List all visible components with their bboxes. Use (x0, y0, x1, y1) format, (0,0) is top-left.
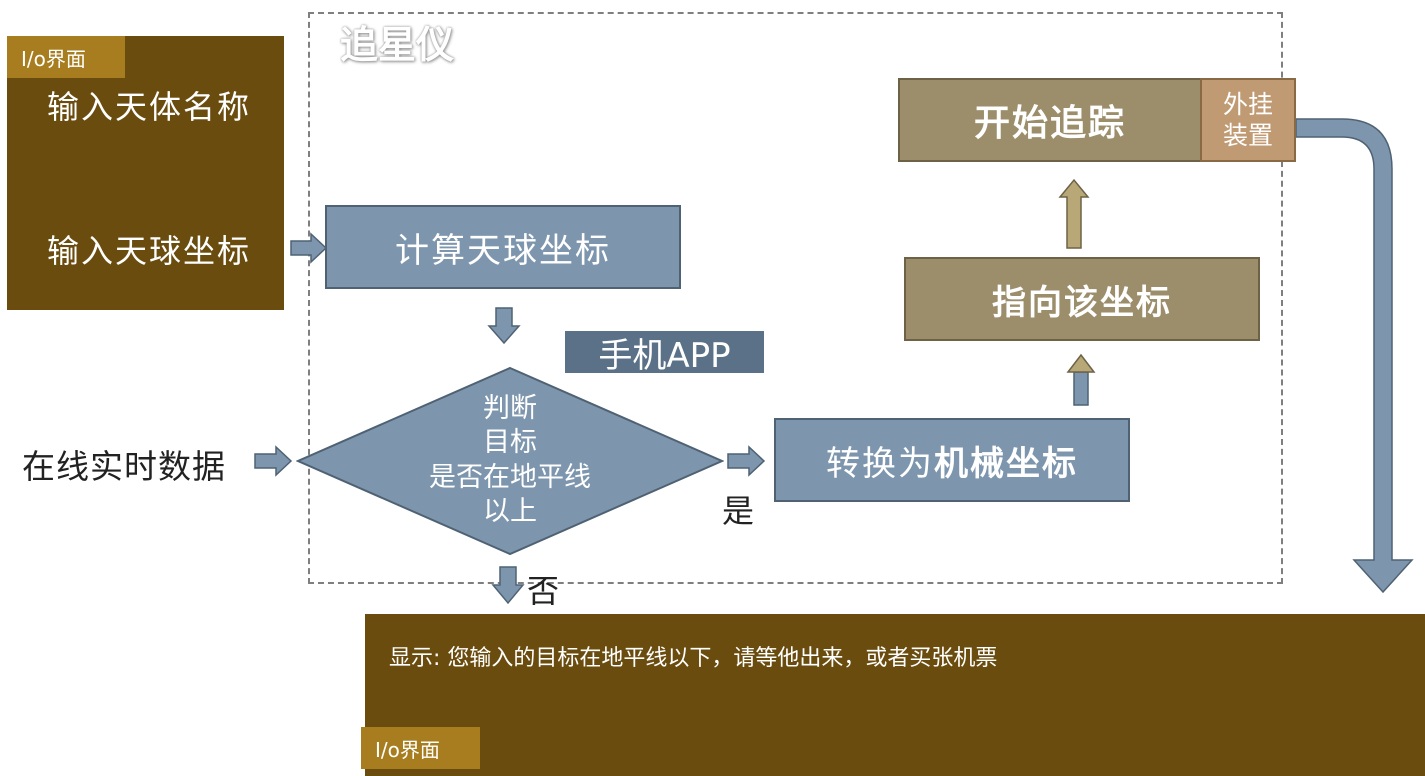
arrow-convert-to-point-head (1066, 353, 1096, 373)
io-panel-bottom (365, 614, 1425, 776)
plugin-line-1: 外挂 (1222, 89, 1273, 119)
calc-celestial-coords-box: 计算天球坐标 (325, 205, 681, 289)
online-realtime-data-label: 在线实时数据 (22, 447, 226, 486)
display-message: 显示: 您输入的目标在地平线以下，请等他出来，或者买张机票 (389, 646, 998, 671)
app-boundary (308, 12, 1283, 584)
arrow-convert-to-point-body (1073, 371, 1089, 406)
decision-diamond (296, 366, 724, 556)
arrow-plugin-to-display (1295, 118, 1414, 594)
convert-bold: 机械坐标 (934, 443, 1078, 484)
io-tag-top: I/o界面 (7, 36, 125, 78)
app-title: 追星仪 (340, 23, 455, 67)
start-tracking-box: 开始追踪 (898, 78, 1202, 162)
arrow-point-to-start (1058, 178, 1090, 249)
mobile-app-label: 手机APP (565, 331, 764, 376)
plugin-device-box: 外挂 装置 (1200, 78, 1296, 162)
decision-line-1: 判断 (483, 393, 537, 424)
no-label: 否 (527, 572, 560, 610)
arrow-decision-to-convert (727, 445, 766, 477)
decision-line-3: 是否在地平线 (429, 461, 591, 493)
decision-line-4: 以上 (483, 495, 537, 527)
convert-mechanical-coords-box: 转换为机械坐标 (774, 418, 1130, 502)
decision-text: 判断 目标 是否在地平线 以上 (416, 392, 604, 529)
arrow-io-to-calc (290, 232, 328, 264)
decision-line-2: 目标 (483, 427, 537, 459)
convert-prefix: 转换为 (826, 443, 934, 484)
arrow-decision-no (491, 566, 525, 605)
input-celestial-name: 输入天体名称 (47, 88, 252, 126)
arrow-calc-to-decision (487, 307, 521, 345)
io-panel-top (7, 36, 284, 310)
input-celestial-coords: 输入天球坐标 (47, 232, 252, 270)
arrow-data-to-decision (254, 445, 293, 477)
io-tag-bottom: I/o界面 (361, 727, 480, 769)
plugin-line-2: 装置 (1222, 121, 1273, 150)
point-to-coords-box: 指向该坐标 (904, 257, 1260, 341)
yes-label: 是 (722, 492, 755, 530)
